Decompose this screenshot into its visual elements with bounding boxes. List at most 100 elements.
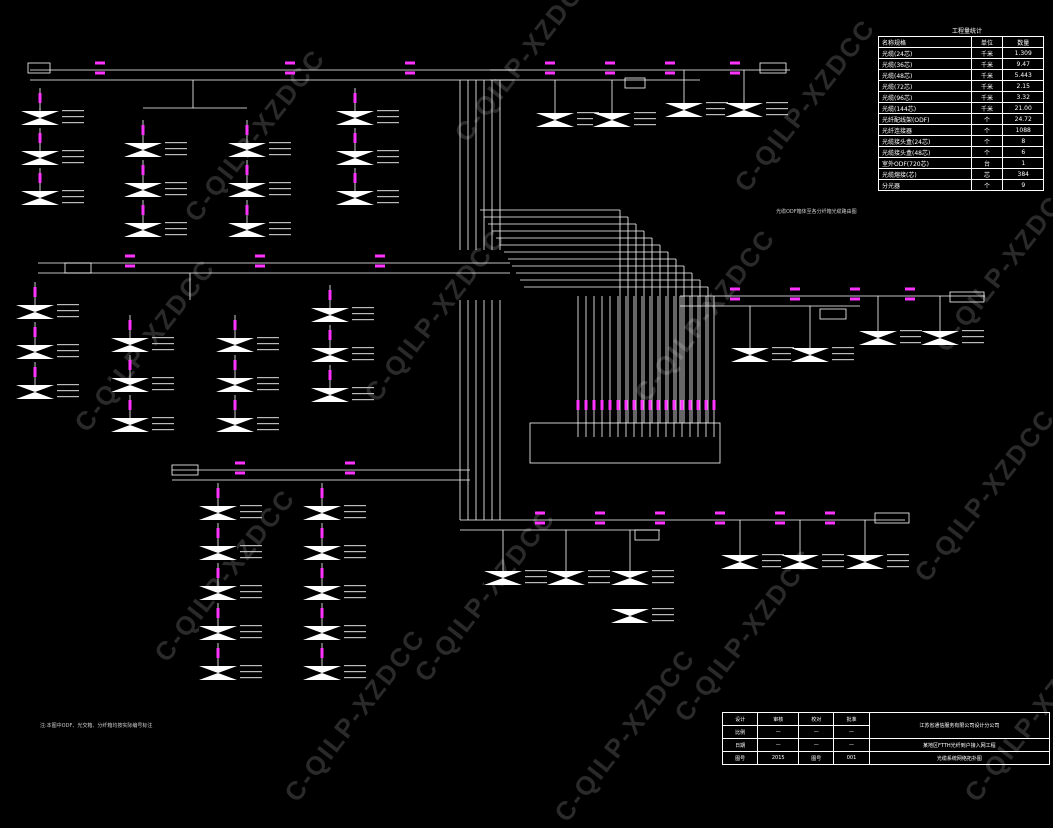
cable-label-mark [850,287,860,291]
node-text-line [344,591,366,593]
node-text-line [257,389,279,391]
node-text-line [240,665,262,667]
node-text-line [352,313,374,315]
node-text-line [165,194,187,196]
cabinet-box [529,422,721,464]
splitter-icon [216,418,254,432]
node-text-line [377,110,399,112]
node-text-line [377,122,399,124]
node-text-line [257,349,279,351]
node-text-line [62,110,84,112]
cable-label-mark [790,297,800,301]
node-text-line [352,319,374,321]
cable-label-mark [775,511,785,515]
node-text-line [344,677,366,679]
node-text-line [352,347,374,349]
topology-diagram [16,61,985,680]
node-text-line [352,353,374,355]
node-text-line [822,566,844,568]
node-text-line [822,560,844,562]
cable-label-mark [624,400,628,410]
cable-label-mark [405,61,415,65]
cabinet-box [64,262,92,274]
cable-label-mark [233,320,237,330]
cable-label-mark [790,287,800,291]
cable-label-mark [715,521,725,525]
node-text-line [652,608,674,610]
cable-label-mark [696,400,700,410]
node-text-line [240,631,262,633]
summary-row: 名称规格单位数量 [878,36,1044,48]
cable-label-mark [405,71,415,75]
node-text-line [772,347,794,349]
node-text-line [165,228,187,230]
cable-label-mark [285,71,295,75]
drawing-title: 光缆系统网络拓扑图 [868,751,1051,765]
cable-label-mark [850,297,860,301]
node-text-line [706,102,728,104]
node-text-line [652,570,674,572]
splitter-icon [721,555,759,569]
node-text-line [240,677,262,679]
node-text-line [900,330,922,332]
cable-label-mark [655,521,665,525]
splitter-icon [593,113,631,127]
node-text-line [652,582,674,584]
splitter-icon [199,586,237,600]
node-text-line [152,389,174,391]
splitter-icon [16,385,54,399]
node-text-line [525,576,547,578]
cable-label-mark [95,71,105,75]
node-text-line [766,102,788,104]
node-text-line [165,148,187,150]
cable-label-mark [905,297,915,301]
splitter-icon [611,609,649,623]
node-text-line [257,337,279,339]
splitter-icon [228,223,266,237]
node-text-line [762,560,784,562]
node-text-line [772,353,794,355]
node-text-line [240,505,262,507]
splitter-icon [611,571,649,585]
splitter-icon [536,113,574,127]
cable-label-mark [605,61,615,65]
cable-label-mark [535,521,545,525]
cable-label-mark [245,205,249,215]
splitter-icon [336,191,374,205]
cable-label-mark [730,71,740,75]
node-text-line [344,665,366,667]
node-text-line [634,118,656,120]
cable-label-mark [33,287,37,297]
splitter-icon [859,331,897,345]
node-text-line [57,350,79,352]
node-text-line [62,162,84,164]
cable-label-mark [38,173,42,183]
cable-label-mark [33,327,37,337]
node-text-line [887,554,909,556]
cable-label-mark [125,264,135,268]
cable-label-mark [328,290,332,300]
cable-label-mark [730,297,740,301]
splitter-icon [199,626,237,640]
splitter-icon [781,555,819,569]
node-text-line [240,597,262,599]
node-text-line [257,343,279,345]
cable-label-mark [245,125,249,135]
splitter-icon [216,338,254,352]
cable-label-mark [353,93,357,103]
node-text-line [577,112,599,114]
node-text-line [344,511,366,513]
splitter-icon [303,666,341,680]
node-text-line [152,383,174,385]
node-text-line [344,597,366,599]
cable-label-mark [640,400,644,410]
node-text-line [352,393,374,395]
cable-label-mark [576,400,580,410]
node-text-line [152,349,174,351]
cable-label-mark [320,608,324,618]
cable-label-mark [33,367,37,377]
cabinet-box [759,62,787,74]
